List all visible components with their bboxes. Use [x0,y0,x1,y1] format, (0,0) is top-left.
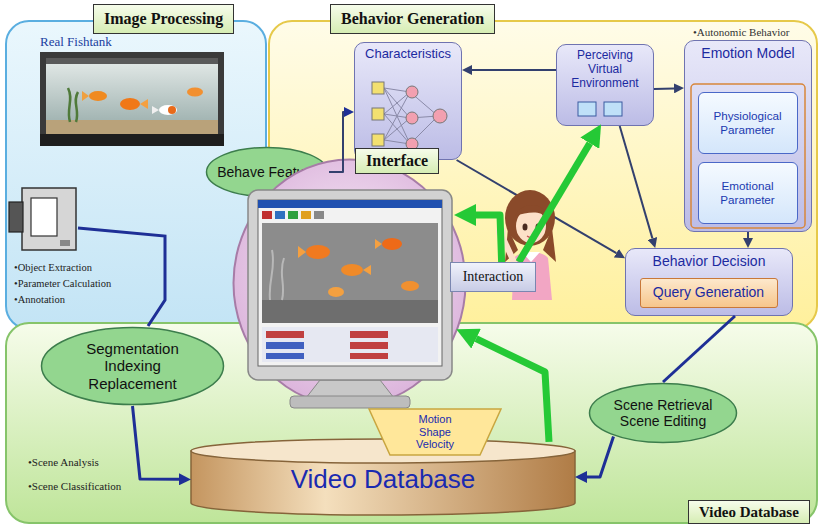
bullet-note: •Scene Classification [28,480,121,492]
process-box: Characteristics [354,42,462,160]
oval-label: Scene Retrieval Scene Editing [607,397,719,429]
box-label: Emotional Parameter [703,179,793,206]
bullet-note: •Annotation [14,294,65,305]
photo-caption: Real Fishtank [40,34,112,50]
database-cylinder: Video Database [190,438,576,516]
region-title: Interface [355,148,439,174]
region-title: Video Database [688,500,810,524]
parameter-box: Physiological Parameter [698,92,798,154]
region-title: Behavior Generation [330,4,495,34]
bullet-note: •Scene Analysis [28,456,99,468]
process-oval: Scene Retrieval Scene Editing [588,382,738,444]
region-title: Image Processing [93,4,234,34]
parameter-box: Emotional Parameter [698,162,798,224]
box-title: Characteristics [365,47,451,62]
process-box: Behavior DecisionQuery Generation [625,248,793,316]
box-label: Physiological Parameter [703,109,793,136]
bullet-note: •Parameter Calculation [14,278,111,289]
box-label: Query Generation [653,284,764,300]
interface-oval-outline [232,158,467,408]
box-title: Perceiving Virtual Environment [562,49,648,90]
trapezoid-label: Motion Shape Velocity [404,413,466,451]
box-title: Behavior Decision [653,253,766,269]
process-box: Emotion ModelPhysiological ParameterEmot… [684,40,812,232]
bullet-note: •Object Extraction [14,262,92,273]
process-oval: Segmentation Indexing Replacement [40,326,225,406]
attribute-trapezoid: Motion Shape Velocity [368,408,502,456]
database-label: Video Database [291,464,476,495]
box-title: Emotion Model [701,45,794,61]
box-label: Interaction [463,269,524,285]
oval-label: Segmentation Indexing Replacement [74,340,192,392]
interface-oval: Interface [232,158,467,408]
process-box: Perceiving Virtual Environment [556,44,654,126]
region-note: •Autonomic Behavior [693,26,789,38]
query-box: Query Generation [640,278,778,308]
interaction-box: Interaction [450,262,536,292]
